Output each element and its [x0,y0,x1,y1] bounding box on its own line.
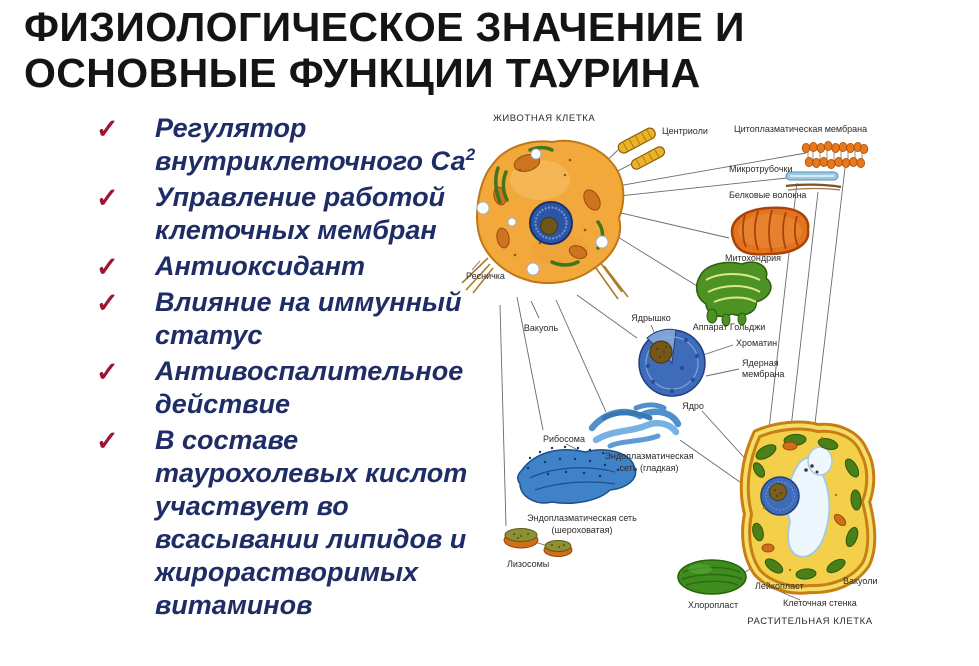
list-item: ✓ Регулятор внутриклеточного Са2 [96,112,486,178]
animal-cell-caption: ЖИВОТНАЯ КЛЕТКА [493,113,595,124]
lysosomes-icon [503,528,573,557]
label-rough-er-2: (шероховатая) [552,525,613,535]
checkmark-icon: ✓ [96,252,119,282]
connector-lines [471,149,859,601]
plant-cell-caption: РАСТИТЕЛЬНАЯ КЛЕТКА [747,616,873,627]
label-lysosomes: Лизосомы [507,559,549,569]
label-chloroplast: Хлоропласт [688,600,738,610]
list-item: ✓ В составе таурохолевых кислот участвуе… [96,424,486,622]
animal-cell-illustration [461,139,629,300]
label-membrane: Цитоплазматическая мембрана [734,124,867,134]
checkmark-icon: ✓ [96,183,119,213]
list-item: ✓ Антиоксидант [96,250,486,283]
label-golgi: Аппарат Гольджи [693,322,766,332]
label-vacuoles: Вакуоли [843,576,878,586]
list-item: ✓ Антивоспалительное действие [96,355,486,421]
label-leucoplast: Лейкопласт [755,581,804,591]
nucleus-icon [638,328,706,397]
microtubules-icon [785,171,839,181]
membrane-icon [801,140,869,169]
label-protein-fibers: Белковые волокна [729,190,806,200]
label-mitochondria: Митохондрия [725,253,781,263]
list-item: ✓ Управление работой клеточных мембран [96,181,486,247]
centrioles-icon [617,127,666,170]
label-ribosome: Рибосома [543,434,585,444]
label-centrioles: Центриоли [662,126,708,136]
page-title-line2: ОСНОВНЫЕ ФУНКЦИИ ТАУРИНА [24,50,701,97]
label-rough-er-1: Эндоплазматическая сеть [527,513,637,523]
label-nucleolus: Ядрышко [631,313,671,323]
bullet-text: Регулятор внутриклеточного Са [155,113,466,176]
bullet-text: Управление работой клеточных мембран [155,182,446,245]
checkmark-icon: ✓ [96,357,119,387]
page-title-line1: ФИЗИОЛОГИЧЕСКОЕ ЗНАЧЕНИЕ И [24,4,745,50]
plant-cell-illustration [739,420,877,595]
checkmark-icon: ✓ [96,426,119,456]
chloroplast-icon [677,559,747,595]
bullet-text: В составе таурохолевых кислот участвует … [155,425,468,620]
golgi-icon [695,261,772,327]
bullet-text: Антивоспалительное действие [155,356,464,419]
bullet-text: Антиоксидант [155,251,366,281]
label-microtubules: Микротрубочки [729,164,793,174]
superscript: 2 [465,145,476,164]
smooth-er-icon [588,402,682,449]
rough-er-icon [517,445,637,504]
mitochondria-icon [730,206,810,256]
list-item: ✓ Влияние на иммунный статус [96,286,486,352]
label-nucleus: Ядро [682,401,704,411]
label-vacuole: Вакуоль [524,323,558,333]
checkmark-icon: ✓ [96,288,119,318]
protein-fibers-icon [785,183,842,191]
label-chromatin: Хроматин [736,338,777,348]
label-nuclear-membrane-2: мембрана [742,369,784,379]
bullet-list: ✓ Регулятор внутриклеточного Са2 ✓ Управ… [96,112,486,625]
bullet-text: Влияние на иммунный статус [155,287,462,350]
label-smooth-er-1: Эндоплазматическая [604,451,693,461]
label-cell-wall: Клеточная стенка [783,598,857,608]
label-smooth-er-2: сеть (гладкая) [619,463,678,473]
label-nuclear-membrane-1: Ядерная [742,358,779,368]
checkmark-icon: ✓ [96,114,119,144]
page-title: ФИЗИОЛОГИЧЕСКОЕ ЗНАЧЕНИЕ И ОСНОВНЫЕ ФУНК… [24,4,964,97]
diagram-labels: ЖИВОТНАЯ КЛЕТКА Центриоли Цитоплазматиче… [466,113,878,627]
